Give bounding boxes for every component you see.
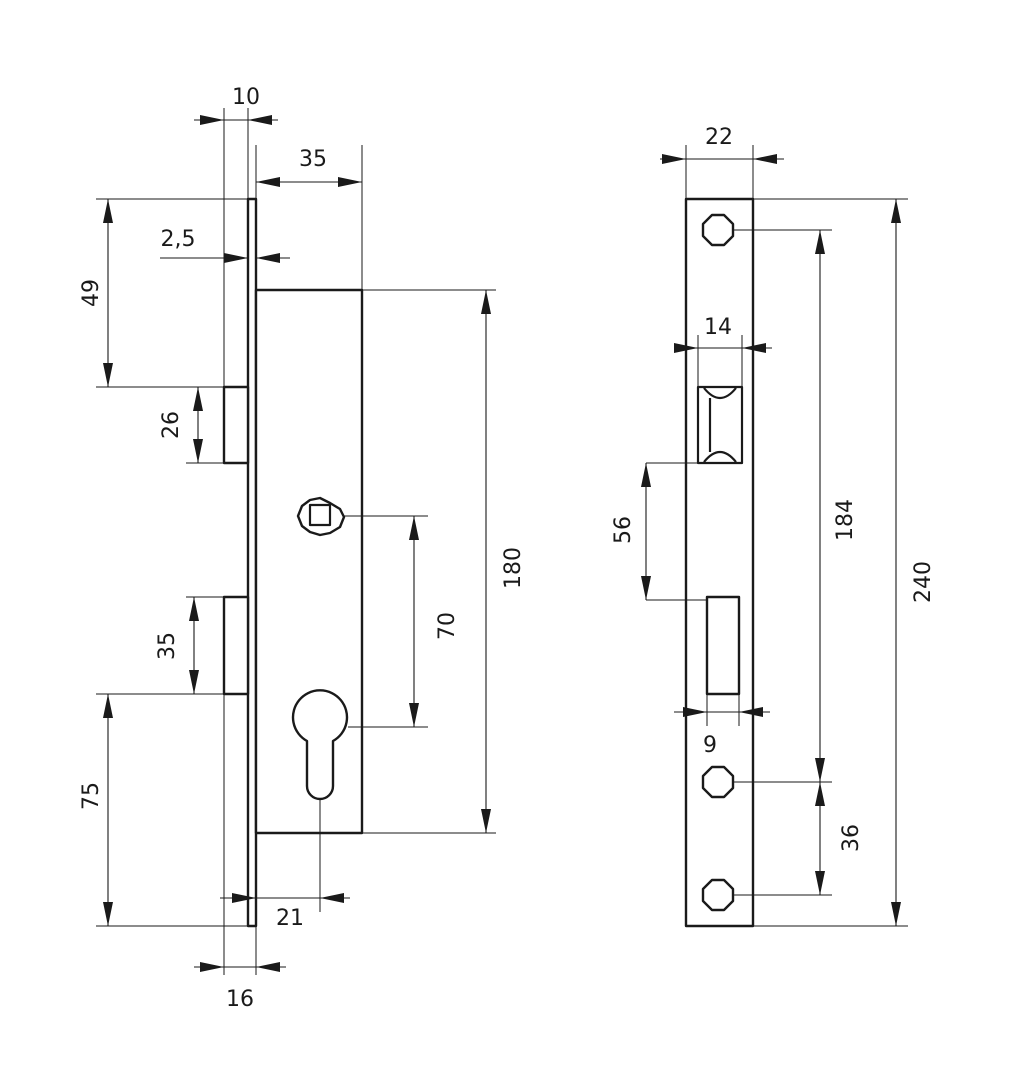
dim-56: 56 <box>611 516 636 544</box>
dim-180: 180 <box>501 547 526 589</box>
front-screw-hole-top <box>701 213 735 247</box>
dim-70: 70 <box>435 612 460 640</box>
dim-49: 49 <box>79 279 104 307</box>
dim-14: 14 <box>704 315 732 340</box>
front-deadbolt-opening <box>705 595 741 696</box>
dim-10: 10 <box>232 85 260 110</box>
dim-36: 36 <box>839 824 864 852</box>
side-extension-lines <box>96 108 496 975</box>
side-dimension-lines <box>103 115 491 972</box>
dim-35-depth: 35 <box>299 147 327 172</box>
front-screw-hole-bottom <box>701 878 735 912</box>
dim-35-bolt: 35 <box>155 632 180 660</box>
dim-26: 26 <box>159 411 184 439</box>
side-view: 10 35 2,5 49 26 35 75 180 70 21 16 <box>79 85 526 1012</box>
front-view: 22 14 56 184 240 9 36 <box>611 125 936 928</box>
dim-184: 184 <box>833 499 858 541</box>
side-dead-bolt <box>222 595 250 696</box>
dim-16: 16 <box>226 987 254 1012</box>
dim-240: 240 <box>911 561 936 603</box>
front-latch-opening <box>696 385 744 465</box>
dim-22: 22 <box>705 125 733 150</box>
front-dimension-lines <box>641 154 901 926</box>
front-faceplate <box>684 197 755 928</box>
dim-2-5: 2,5 <box>161 227 196 252</box>
side-cylinder-keyhole <box>291 689 349 801</box>
dim-21: 21 <box>276 906 304 931</box>
dim-75: 75 <box>79 782 104 810</box>
dim-9: 9 <box>703 733 717 758</box>
side-spindle-hub <box>296 496 346 537</box>
side-latch-bolt <box>222 385 250 465</box>
front-screw-hole-middle <box>701 765 735 799</box>
